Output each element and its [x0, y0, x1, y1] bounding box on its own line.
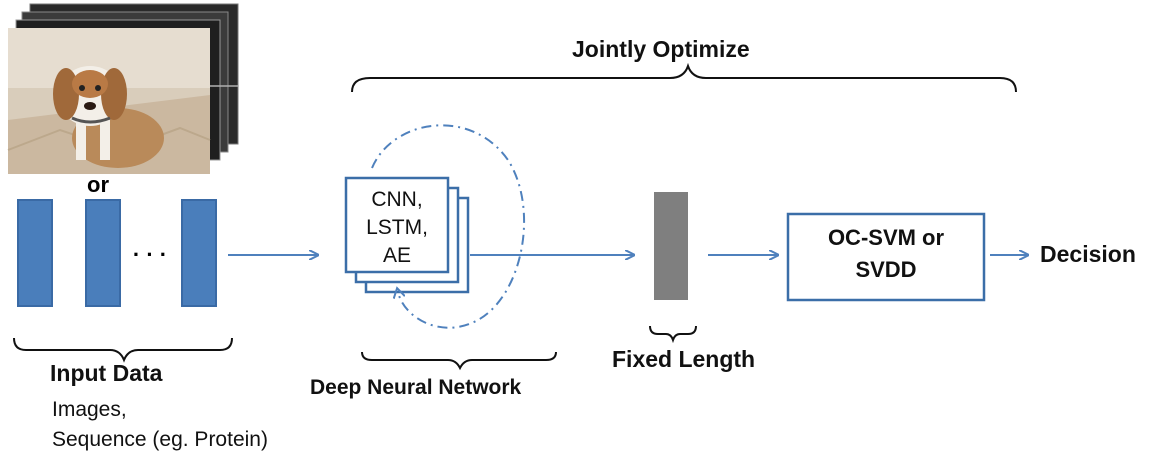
dnn-brace: [361, 351, 557, 371]
fixed-length-label: Fixed Length: [612, 346, 756, 372]
ellipsis: · · ·: [133, 242, 167, 267]
dnn-layer-front: [344, 176, 450, 274]
input-data-sub2: Sequence (eg. Protein): [52, 428, 268, 451]
dog-photo-stack-icon: [7, 3, 239, 174]
dog-photo: [7, 28, 211, 174]
dnn-box-text: CNN, LSTM, AE: [346, 188, 448, 267]
ocsvm-line-2: SVDD: [855, 257, 917, 283]
or-label: or: [87, 172, 109, 197]
fixed-length-vector: [654, 192, 688, 300]
network-layer-stack-icon: [344, 176, 470, 294]
input-bar-3: [181, 199, 217, 307]
input-bar-1: [17, 199, 53, 307]
input-bar-2: [85, 199, 121, 307]
dnn-line-3: AE: [382, 244, 411, 268]
input-data-brace: [13, 337, 233, 363]
input-data-label: Input Data: [50, 360, 163, 386]
input-data-sub1: Images,: [52, 398, 127, 421]
ocsvm-box: [786, 212, 986, 302]
dnn-line-1: CNN,: [371, 188, 423, 211]
fixed-length-brace: [649, 325, 697, 344]
jointly-optimize-brace: [351, 62, 1017, 93]
dnn-line-2: LSTM,: [366, 216, 428, 240]
feedback-loop-arrow-icon: [371, 124, 526, 329]
decision-label: Decision: [1040, 241, 1136, 267]
feature-vector-bars-icon: [17, 199, 217, 307]
ocsvm-box-text: OC-SVM or SVDD: [788, 225, 984, 283]
ocsvm-line-1: OC-SVM or: [827, 225, 945, 250]
dnn-label: Deep Neural Network: [310, 376, 522, 399]
jointly-optimize-title: Jointly Optimize: [572, 36, 750, 62]
